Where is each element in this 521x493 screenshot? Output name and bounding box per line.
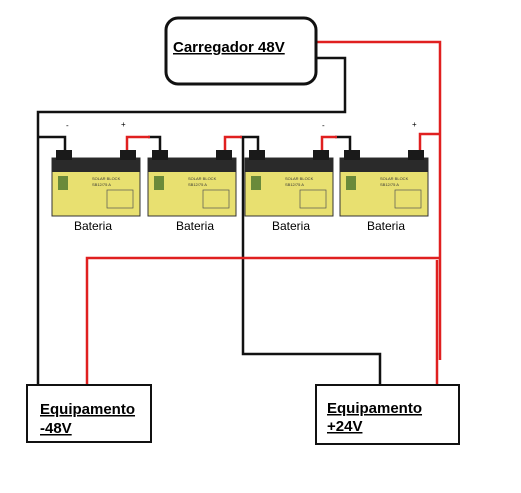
charger-positive-wire	[316, 40, 442, 360]
battery1-negative-wire	[38, 135, 67, 150]
battery2-positive-lead	[223, 135, 242, 150]
battery1-negative-sign: -	[66, 121, 69, 130]
battery4-label: Bateria	[367, 219, 405, 233]
battery-model: SB12/75 A	[188, 182, 207, 187]
battery-brand: SOLAR BLOCK	[380, 176, 409, 181]
battery-model: SB12/75 A	[92, 182, 111, 187]
battery-brand: SOLAR BLOCK	[188, 176, 217, 181]
battery-brand: SOLAR BLOCK	[285, 176, 314, 181]
battery4-negative-sign: -	[322, 121, 325, 130]
positive-terminal	[313, 150, 329, 160]
battery-3: SOLAR BLOCK SB12/75 A	[244, 150, 334, 217]
battery1-positive-lead	[125, 135, 150, 150]
equipment48-line2: -48V	[40, 420, 72, 437]
charger-label: Carregador 48V	[173, 39, 285, 56]
equipment48-line1: Equipamento	[40, 401, 135, 418]
charger-box: Carregador 48V	[164, 16, 318, 86]
battery-model: SB12/75 A	[285, 182, 304, 187]
positive-wires	[85, 40, 442, 385]
battery2-label: Bateria	[176, 219, 214, 233]
negative-wires	[36, 56, 382, 385]
battery-1: SOLAR BLOCK SB12/75 A	[51, 150, 141, 217]
link-b3-b4	[335, 135, 352, 150]
battery-brand: SOLAR BLOCK	[92, 176, 121, 181]
battery-4: SOLAR BLOCK SB12/75 A	[339, 150, 429, 217]
battery-2: SOLAR BLOCK SB12/75 A	[147, 150, 237, 217]
equipment48-positive-wire	[85, 256, 440, 385]
positive-terminal	[408, 150, 424, 160]
negative-terminal	[152, 150, 168, 160]
battery4-positive-sign: +	[412, 120, 417, 129]
equipment-48v-box: Equipamento -48V	[26, 384, 152, 443]
link-b1-b2	[148, 135, 162, 150]
equipment-24v-box: Equipamento +24V	[315, 384, 460, 445]
battery-model: SB12/75 A	[380, 182, 399, 187]
midpoint-wire	[241, 137, 382, 385]
battery3-positive-lead	[320, 135, 337, 150]
equipment24-line2: +24V	[327, 418, 362, 435]
positive-terminal	[120, 150, 136, 160]
negative-terminal	[249, 150, 265, 160]
battery3-label: Bateria	[272, 219, 310, 233]
charger-negative-wire	[36, 56, 347, 385]
negative-terminal	[56, 150, 72, 160]
equipment24-line1: Equipamento	[327, 400, 422, 417]
battery1-label: Bateria	[74, 219, 112, 233]
battery4-positive-wire	[418, 132, 440, 150]
link-b2-b3	[240, 135, 260, 150]
positive-terminal	[216, 150, 232, 160]
battery1-positive-sign: +	[121, 120, 126, 129]
negative-terminal	[344, 150, 360, 160]
